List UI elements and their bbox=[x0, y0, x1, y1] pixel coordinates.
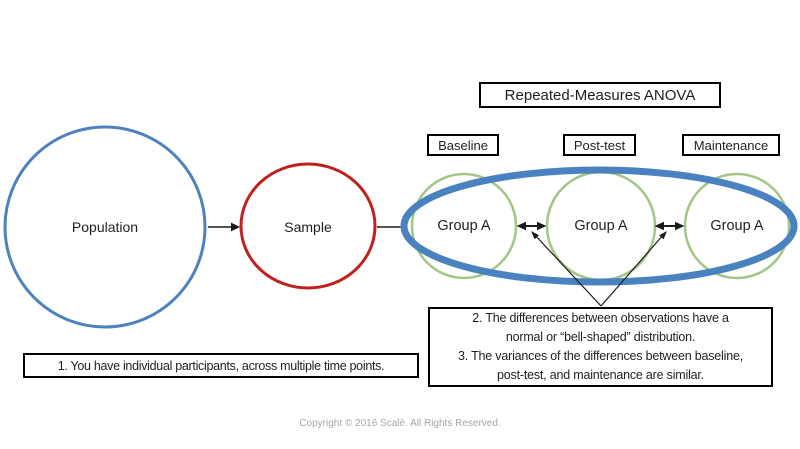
posttest-box: Post-test bbox=[563, 134, 636, 156]
assumption-pointer-left-arrowhead-icon bbox=[531, 231, 539, 240]
group-circle-maintenance bbox=[683, 172, 791, 280]
double-arrowhead-left-icon bbox=[654, 221, 664, 231]
population-to-sample-arrowhead-icon bbox=[231, 222, 240, 232]
group-a-label-baseline: Group A bbox=[437, 218, 491, 234]
baseline-box: Baseline bbox=[427, 134, 499, 156]
group-a-label-posttest: Group A bbox=[574, 218, 628, 234]
repeated-measures-anova-title-box: Repeated-Measures ANOVA bbox=[479, 82, 721, 108]
assumptions-2-3-box: 2. The differences between observations … bbox=[428, 307, 773, 387]
assumption-2-line-2: normal or “bell-shaped” distribution. bbox=[505, 330, 696, 344]
double-arrowhead-left-icon bbox=[516, 221, 526, 231]
group-circle-baseline bbox=[410, 172, 518, 280]
repeated-measures-ellipse bbox=[400, 166, 798, 286]
assumption-3-line-2: post-test, and maintenance are similar. bbox=[497, 368, 704, 382]
sample-circle bbox=[239, 162, 377, 290]
sample-label: Sample bbox=[284, 219, 332, 235]
population-circle bbox=[3, 125, 207, 329]
group-a-label-maintenance: Group A bbox=[710, 218, 764, 234]
maintenance-box: Maintenance bbox=[682, 134, 780, 156]
assumption-3-line-1: 3. The variances of the differences betw… bbox=[458, 349, 743, 363]
assumption-pointer-right-line bbox=[600, 233, 665, 307]
population-label: Population bbox=[71, 219, 139, 235]
assumption-pointer-left-line bbox=[533, 233, 602, 307]
double-arrowhead-right-icon bbox=[675, 221, 685, 231]
copyright-text: Copyright © 2016 Scalë. All Rights Reser… bbox=[299, 418, 501, 429]
assumption-pointer-right-arrowhead-icon bbox=[659, 231, 667, 240]
assumption-1-box: 1. You have individual participants, acr… bbox=[23, 353, 419, 378]
assumption-2-line-1: 2. The differences between observations … bbox=[472, 311, 729, 325]
double-arrowhead-right-icon bbox=[537, 221, 547, 231]
